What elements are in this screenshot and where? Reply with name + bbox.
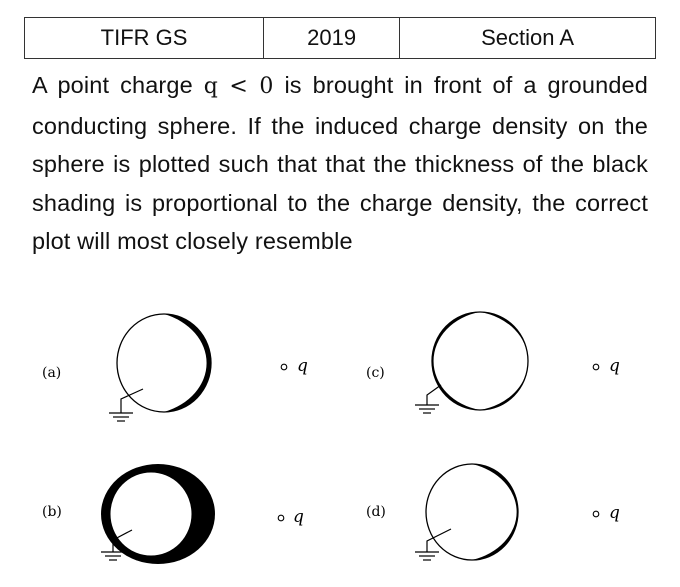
option-b-charge-icon <box>277 514 285 522</box>
option-d-charge-label: q <box>609 503 620 523</box>
option-a-label: (a) <box>42 365 61 381</box>
option-a-charge-icon <box>280 363 288 371</box>
option-b-ground-icon <box>101 529 133 561</box>
option-d-label: (d) <box>366 504 386 520</box>
option-b-label: (b) <box>42 504 62 520</box>
header-cell-year: 2019 <box>263 17 401 59</box>
option-c-shading-right <box>480 312 529 410</box>
option-d-charge-icon <box>592 510 600 518</box>
question-math: q < 0 <box>203 74 274 99</box>
option-c-shading-left <box>432 312 480 410</box>
option-b-charge-label: q <box>293 507 304 527</box>
option-b: (b) q <box>42 464 304 564</box>
header-cell-exam: TIFR GS <box>23 17 265 59</box>
option-a: (a) q <box>42 313 308 422</box>
question-text-end: is brought in front of a grounded conduc… <box>32 72 649 254</box>
option-b-sphere <box>109 471 193 557</box>
option-a-sphere <box>116 313 212 413</box>
header-cell-section: Section A <box>399 17 656 59</box>
option-c-charge-label: q <box>609 356 620 376</box>
option-d-ground-icon <box>415 528 452 561</box>
header-table: TIFR GS 2019 Section A <box>23 17 656 59</box>
option-c-sphere <box>431 311 529 411</box>
question-text-start: A point charge <box>32 72 204 98</box>
question-text: A point charge q < 0 is brought in front… <box>32 66 648 261</box>
option-d-shading <box>472 464 518 560</box>
header-row: TIFR GS 2019 Section A <box>23 17 656 59</box>
option-c-label: (c) <box>366 365 385 381</box>
option-c: (c) q <box>366 311 620 414</box>
option-d: (d) q <box>366 463 620 561</box>
option-c-charge-icon <box>592 363 600 371</box>
options-figure: (a) q (c) q (b) <box>42 311 620 564</box>
option-d-sphere <box>425 463 519 561</box>
option-a-shading <box>164 314 211 412</box>
option-a-charge-label: q <box>297 356 308 376</box>
option-c-ground-icon <box>415 384 442 414</box>
option-a-ground-icon <box>109 388 144 422</box>
